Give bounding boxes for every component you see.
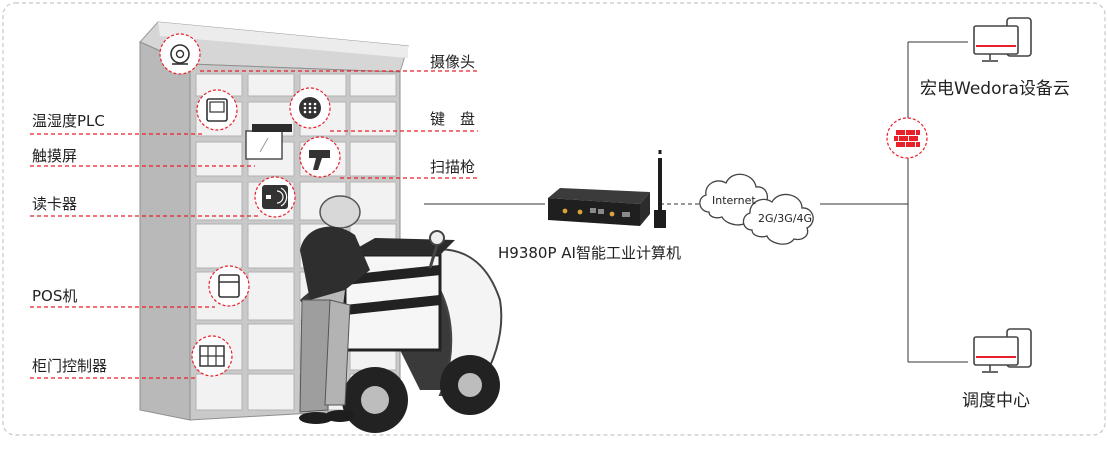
label-mobile-network: 2G/3G/4G — [758, 212, 812, 225]
locker-door — [349, 141, 397, 177]
locker-door — [349, 101, 397, 137]
label-camera: 摄像头 — [430, 53, 476, 71]
peripheral-connectors-right — [200, 70, 478, 179]
keyboard-icon — [289, 87, 331, 129]
label-card-reader: 读卡器 — [32, 195, 78, 213]
label-scanner: 扫描枪 — [430, 158, 476, 176]
label-touch-screen: 触摸屏 — [32, 147, 78, 165]
scanner-icon — [299, 136, 341, 178]
locker-door — [195, 373, 243, 411]
antenna-icon — [654, 150, 666, 228]
label-device: H9380P AI智能工业计算机 — [498, 244, 681, 262]
locker-door — [247, 223, 295, 269]
locker-door — [349, 73, 397, 97]
touch-screen-icon — [245, 124, 292, 160]
label-pos: POS机 — [32, 287, 78, 305]
label-keyboard: 键 盘 — [430, 110, 476, 128]
plc-screen-icon — [196, 89, 238, 131]
monitor-icon — [973, 328, 1032, 373]
locker-door — [195, 223, 243, 269]
diagram-frame — [2, 2, 1106, 436]
locker-door — [195, 141, 243, 177]
locker-door — [247, 323, 295, 371]
locker-cabinet — [139, 21, 409, 421]
firewall-icon — [886, 117, 928, 159]
hub-lines — [907, 41, 968, 363]
locker-door — [247, 271, 295, 321]
peripheral-connectors-left — [30, 133, 260, 379]
label-dispatch-center: 调度中心 — [962, 391, 1030, 411]
router-icon — [548, 188, 650, 226]
monitor-icon — [973, 17, 1032, 62]
locker-door — [195, 181, 243, 221]
label-cloud-platform: 宏电Wedora设备云 — [920, 79, 1070, 99]
label-plc: 温湿度PLC — [32, 112, 105, 130]
label-door-controller: 柜门控制器 — [32, 357, 108, 375]
locker-door — [247, 373, 295, 411]
door-controller-icon — [191, 335, 233, 377]
camera-icon — [159, 33, 201, 75]
locker-door — [247, 73, 295, 97]
card-reader-icon — [254, 176, 296, 218]
cloud-icon — [699, 173, 814, 245]
pos-icon — [208, 265, 250, 307]
delivery-rider-illustration — [299, 195, 503, 433]
label-internet: Internet — [712, 194, 756, 207]
